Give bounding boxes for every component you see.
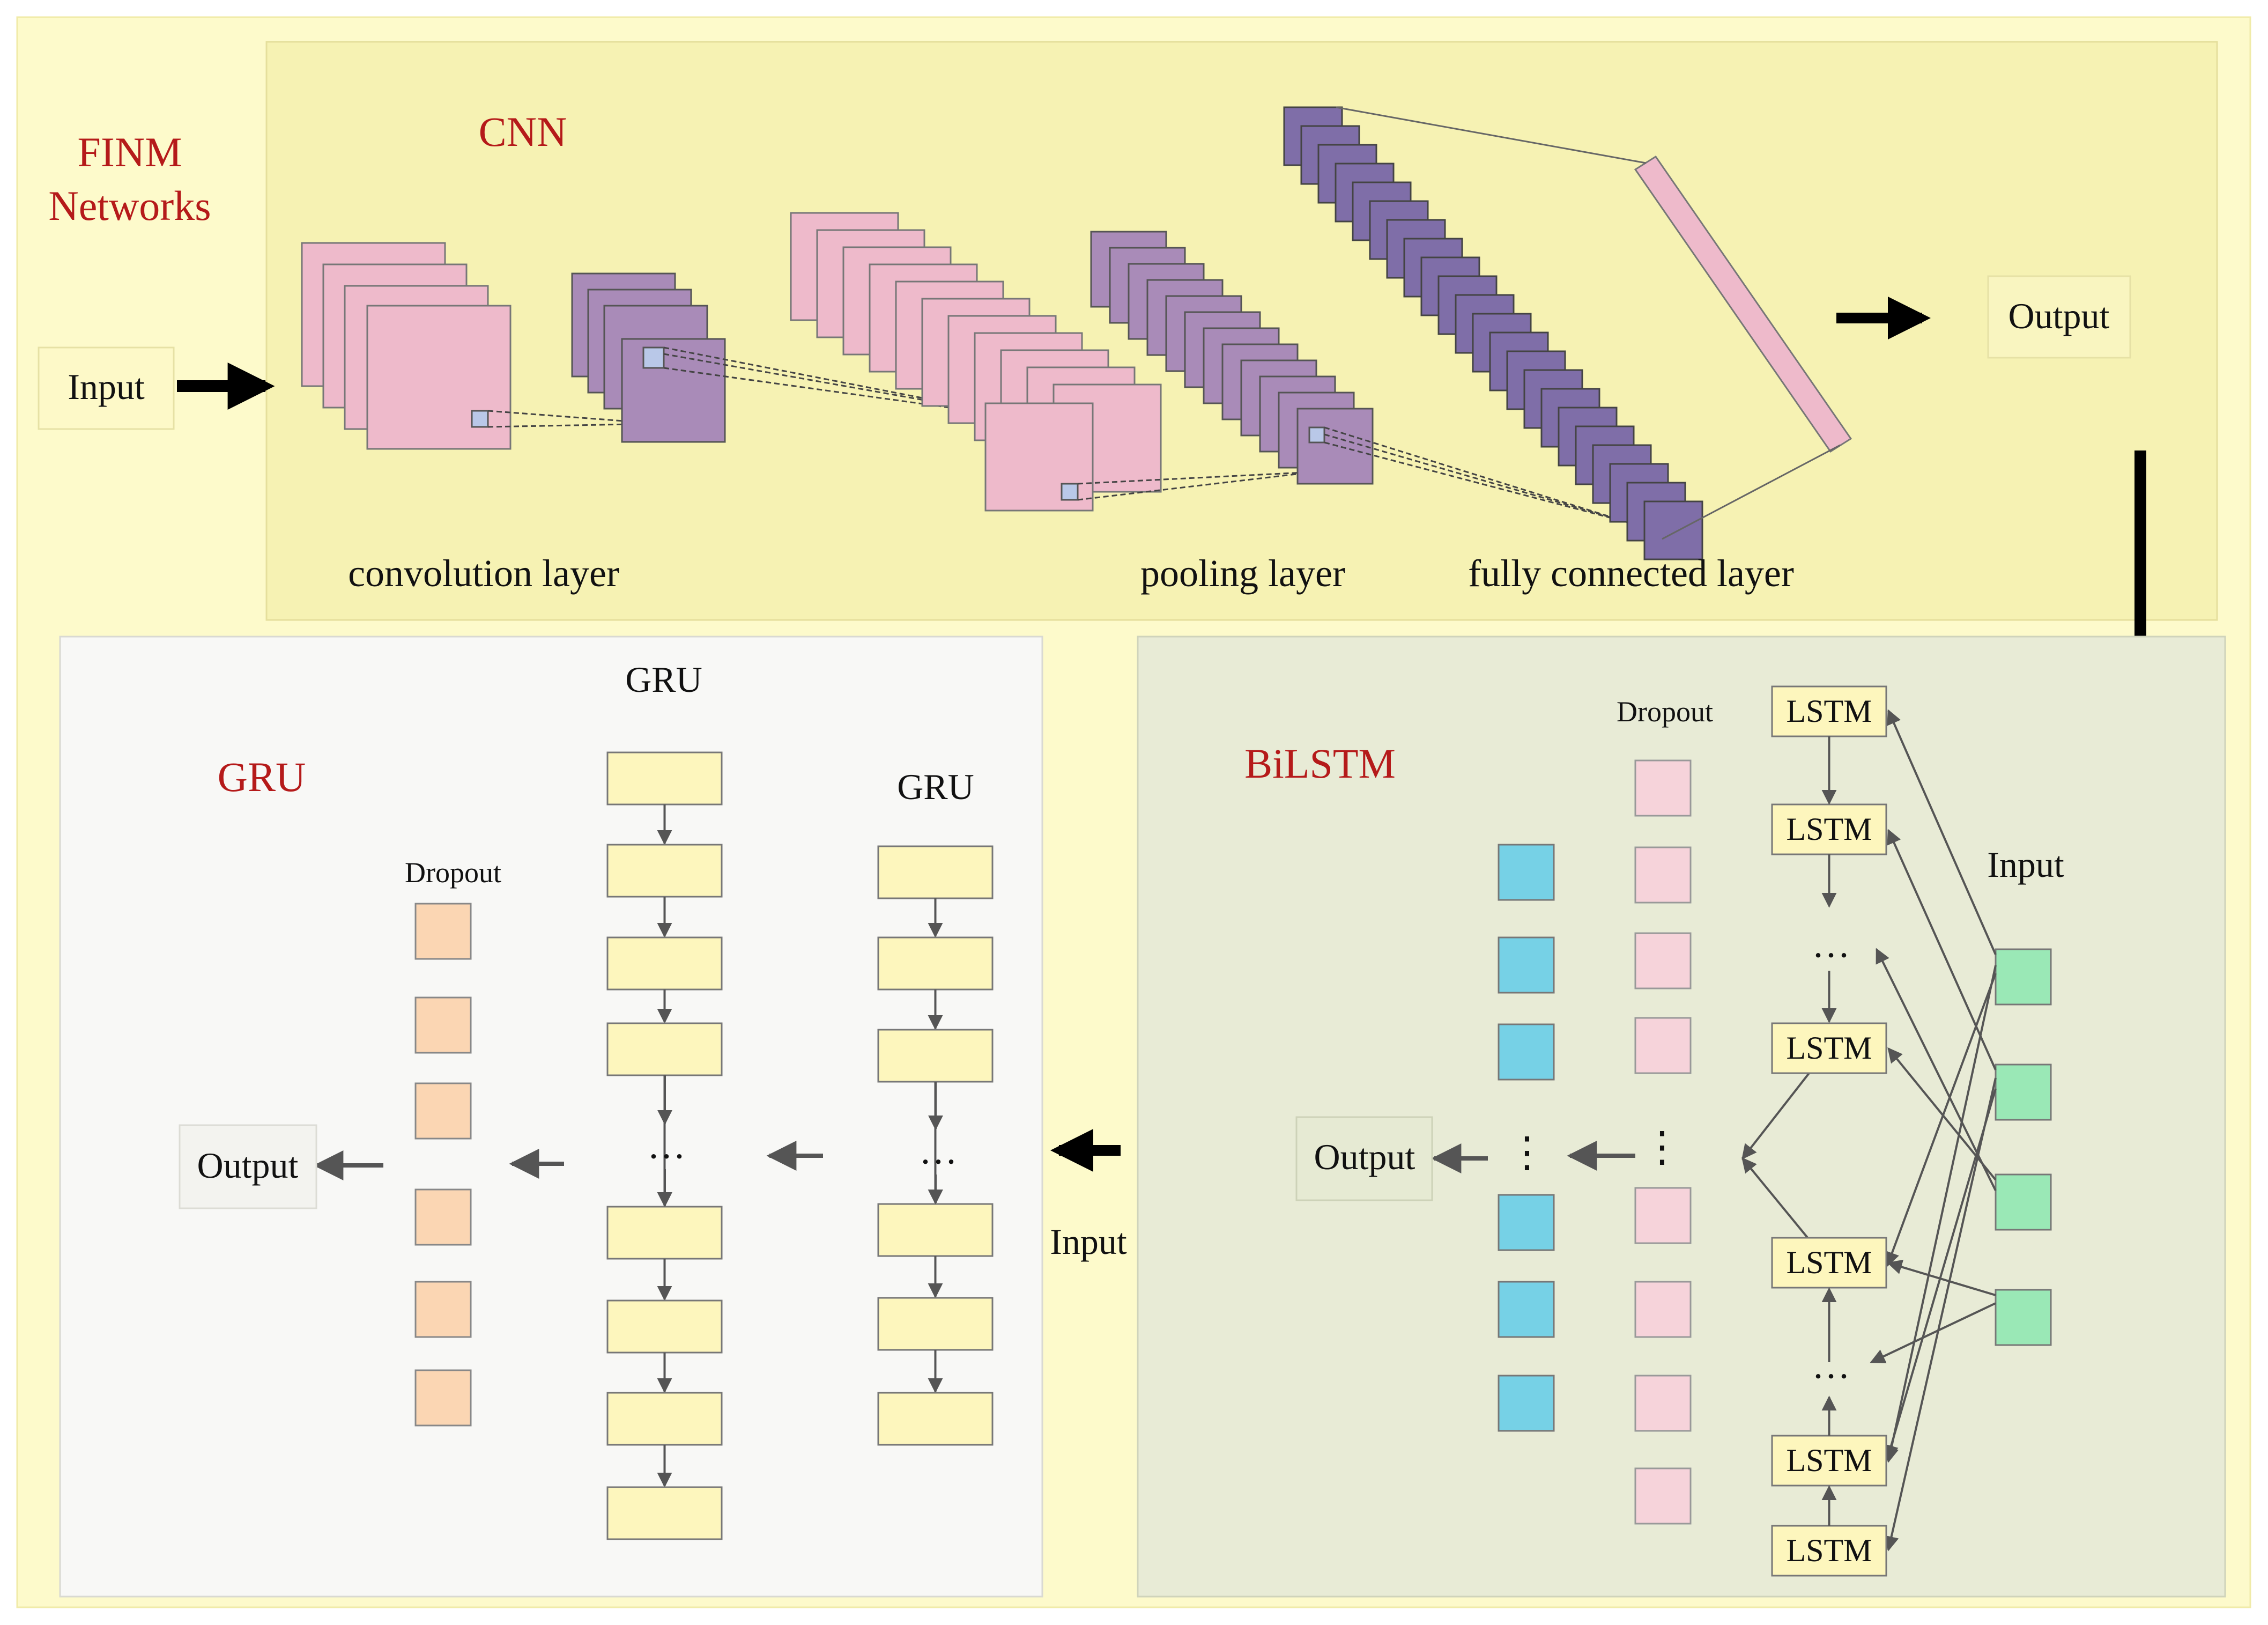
lstm-cell: [1771, 803, 1887, 855]
dropout-cell: [1634, 759, 1692, 817]
gru-col2-cells: [877, 845, 994, 1446]
dropout-cell: [414, 1082, 472, 1140]
bilstm-cell: [1498, 1375, 1555, 1432]
dropout-cell: [1634, 932, 1692, 989]
pink-ellipsis: ⋮: [1641, 1124, 1683, 1170]
cnn-title: CNN: [479, 108, 567, 155]
bilstm-output-box: [1295, 1116, 1433, 1201]
input-cell: [1995, 1289, 2052, 1346]
gru-cell: [606, 1206, 723, 1260]
bilstm-cell: [1498, 1281, 1555, 1338]
gru-col2-title: GRU: [897, 766, 974, 807]
cnn-input-label: Input: [68, 366, 145, 407]
dropout-cell: [1634, 1467, 1692, 1525]
cnn-output-label: Output: [2008, 296, 2110, 336]
dropout-cell: [414, 996, 472, 1054]
conv-feature-maps: [301, 242, 512, 450]
gru-panel: GRU GRU GRU Dropout ··· ··· Output: [59, 636, 1043, 1598]
conv2-feature-maps: [790, 212, 1162, 512]
gru-dropout-cells: [414, 903, 472, 1427]
bilstm-cell: [1498, 936, 1555, 994]
bilstm-output-label: Output: [1314, 1136, 1415, 1177]
lstm-cell-label: LSTM: [1786, 811, 1872, 847]
pool-layer-label: pooling layer: [1140, 552, 1345, 595]
gru-cell: [606, 751, 723, 806]
gru-cell: [877, 1297, 994, 1351]
lstm-ellipsis-top: ···: [1812, 934, 1850, 977]
gru-col1-title: GRU: [625, 659, 702, 700]
fc-unit: [1643, 500, 1703, 560]
lstm-cell-label: LSTM: [1786, 1443, 1872, 1478]
lstm-cell: [1771, 1525, 1887, 1577]
dropout-cell: [414, 1281, 472, 1338]
lstm-cell-label: LSTM: [1786, 1245, 1872, 1280]
dropout-cell: [1634, 1375, 1692, 1432]
cyan-ellipsis: ⋮: [1506, 1129, 1548, 1176]
gru-panel-title: GRU: [218, 754, 306, 800]
lstm-ellipsis-bottom: ···: [1812, 1355, 1850, 1398]
cnn-output-box: [1987, 275, 2131, 359]
dropout-cell: [414, 1369, 472, 1427]
bilstm-cell: [1498, 1023, 1555, 1081]
bilstm-title: BiLSTM: [1244, 740, 1396, 787]
gru-input-label: Input: [1050, 1221, 1127, 1262]
gru-cell: [877, 1392, 994, 1446]
gru-col1-cells: [606, 751, 723, 1540]
cnn-input-box: [38, 346, 175, 430]
input-cell: [1995, 948, 2052, 1006]
bilstm-dropout-cells: [1634, 759, 1692, 1525]
lstm-cell: [1771, 685, 1887, 737]
dropout-cell: [1634, 1281, 1692, 1338]
dropout-cell: [414, 1188, 472, 1246]
gru-cell: [606, 1392, 723, 1446]
dropout-cell: [414, 903, 472, 960]
bilstm-cyan-cells: [1498, 844, 1555, 1432]
bilstm-panel: BiLSTM Dropout Input LSTMLSTMLSTMLSTMLST…: [1137, 636, 2226, 1598]
bilstm-input-label: Input: [1987, 844, 2064, 885]
conv-layer-label: convolution layer: [348, 552, 619, 595]
gru-output-label: Output: [197, 1145, 299, 1186]
bilstm-cell: [1498, 1194, 1555, 1251]
bilstm-cell: [1498, 844, 1555, 901]
lstm-cell-label: LSTM: [1786, 1030, 1872, 1066]
gru-dropout-label: Dropout: [405, 856, 501, 889]
title-line1: FINM: [77, 129, 182, 175]
cnn-panel: CNN Input: [38, 41, 2218, 621]
gru-cell: [606, 1299, 723, 1354]
dropout-cell: [1634, 846, 1692, 904]
fc-layer-label: fully connected layer: [1468, 552, 1794, 595]
input-cell: [1995, 1173, 2052, 1231]
gru-col1-ellipsis: ···: [647, 1135, 686, 1178]
bilstm-dropout-label: Dropout: [1617, 696, 1713, 728]
gru-cell: [606, 936, 723, 991]
lstm-cell-label: LSTM: [1786, 1533, 1872, 1568]
lstm-cell-label: LSTM: [1786, 693, 1872, 729]
lstm-cell: [1771, 1022, 1887, 1074]
gru-cell: [877, 845, 994, 899]
pooling-map: [1296, 408, 1374, 485]
gru-cell: [877, 1203, 994, 1257]
input-cell: [1995, 1063, 2052, 1121]
gru-cell: [877, 936, 994, 991]
dropout-cell: [1634, 1017, 1692, 1074]
gru-output-box: [179, 1124, 317, 1209]
gru-cell: [877, 1029, 994, 1083]
gru-cell: [606, 1486, 723, 1540]
title-line2: Networks: [48, 182, 211, 229]
dropout-cell: [1634, 1187, 1692, 1244]
bilstm-lstm-cells: LSTM LSTM LSTM LSTM LSTM LSTM: [1771, 685, 1887, 1577]
gru-col2-ellipsis: ···: [919, 1140, 958, 1183]
gru-cell: [606, 844, 723, 898]
gru-cell: [606, 1022, 723, 1076]
fc-stack: [1283, 106, 1703, 560]
fc-output-bar: [1634, 155, 1852, 453]
bilstm-input-cells: [1995, 948, 2052, 1346]
pooling-feature-maps: [1090, 231, 1374, 485]
